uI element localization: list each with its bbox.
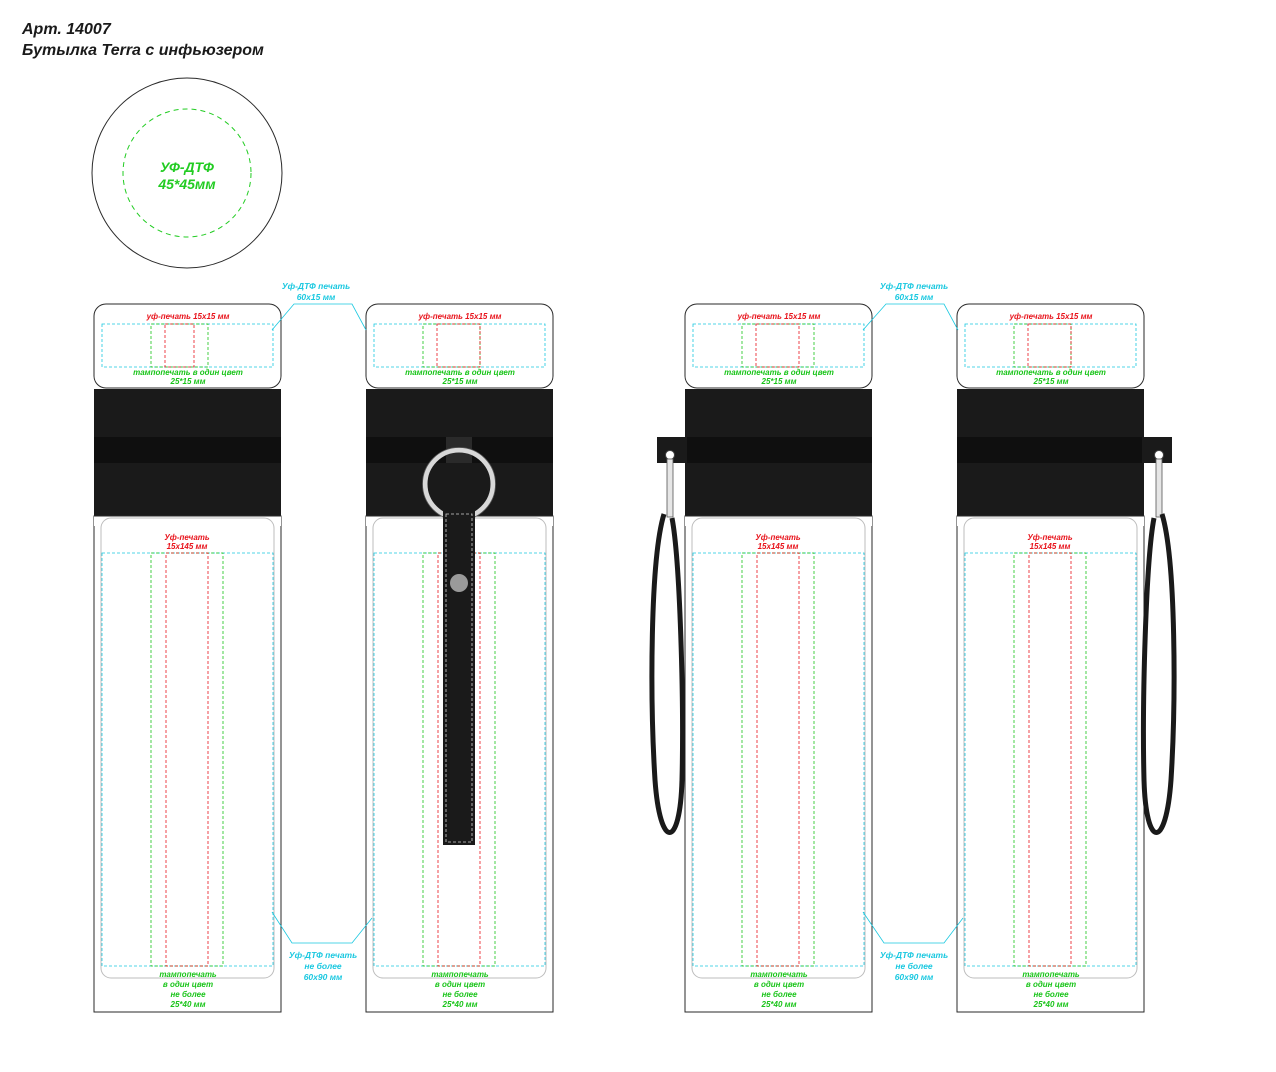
pad-print-body-l4: 25*40 мм: [170, 1000, 206, 1009]
uv-print-small-label: уф-печать 15х15 мм: [737, 312, 821, 321]
callout-body-left: Уф-ДТФ печать не более 60х90 мм: [271, 911, 373, 982]
lid-print-method: УФ-ДТФ: [160, 159, 214, 175]
lid-print-size: 45*45мм: [157, 176, 216, 192]
product-name: Бутылка Terra с инфьюзером: [22, 42, 264, 59]
bottle-view-4: уф-печать 15х15 мм тампопечать в один цв…: [956, 303, 1145, 1013]
bottle-view-1: уф-печать 15х15 мм тампопечать в один цв…: [93, 303, 282, 1013]
side-clip-right: [1140, 437, 1177, 835]
callout-cap-left: Уф-ДТФ печать 60х15 мм: [271, 281, 367, 331]
uvdtf-cap-size: 60х15 мм: [895, 292, 934, 302]
uv-print-body-label: Уф-печать: [1027, 533, 1073, 542]
pad-print-body-l1: тампопечать: [159, 970, 217, 979]
pad-print-cap-label: тампопечать в один цвет: [405, 368, 515, 377]
callout-cap-right: Уф-ДТФ печать 60х15 мм: [862, 281, 959, 331]
uv-print-body-label: Уф-печать: [164, 533, 210, 542]
pad-print-body-l4: 25*40 мм: [761, 1000, 797, 1009]
pad-print-body-l3: не более: [170, 990, 206, 999]
uv-print-small-label: уф-печать 15х15 мм: [418, 312, 502, 321]
pad-print-body-l2: в один цвет: [1026, 980, 1076, 989]
uvdtf-cap-size: 60х15 мм: [297, 292, 336, 302]
bottle-view-2: уф-печать 15х15 мм тампопечать в один цв…: [365, 303, 554, 1013]
uv-print-body-size: 15х145 мм: [1030, 542, 1071, 551]
pad-print-cap-label: тампопечать в один цвет: [996, 368, 1106, 377]
pad-print-body-l3: не более: [1033, 990, 1069, 999]
pad-print-cap-size: 25*15 мм: [761, 377, 797, 386]
uvdtf-body-l1: Уф-ДТФ печать: [289, 950, 357, 960]
lid-top-view: УФ-ДТФ 45*45мм: [91, 77, 283, 269]
lid-print-zone: [122, 108, 252, 238]
uvdtf-body-l3: 60х90 мм: [304, 972, 343, 982]
uv-print-small-label: уф-печать 15х15 мм: [1009, 312, 1093, 321]
bottle-view-3: уф-печать 15х15 мм тампопечать в один цв…: [684, 303, 873, 1013]
uvdtf-cap-label: Уф-ДТФ печать: [880, 281, 948, 291]
pad-print-cap-size: 25*15 мм: [1033, 377, 1069, 386]
article-number: Арт. 14007: [21, 21, 112, 38]
uv-print-small-label: уф-печать 15х15 мм: [146, 312, 230, 321]
pad-print-body-l1: тампопечать: [750, 970, 808, 979]
pad-print-cap-size: 25*15 мм: [170, 377, 206, 386]
uvdtf-body-l3: 60х90 мм: [895, 972, 934, 982]
pad-print-body-l2: в один цвет: [163, 980, 213, 989]
pad-print-cap-label: тампопечать в один цвет: [724, 368, 834, 377]
strap-button-icon: [450, 574, 468, 592]
uv-print-body-size: 15х145 мм: [758, 542, 799, 551]
uvdtf-body-l2: не более: [895, 961, 933, 971]
pad-print-body-l4: 25*40 мм: [1033, 1000, 1069, 1009]
pad-print-cap-label: тампопечать в один цвет: [133, 368, 243, 377]
pad-print-cap-size: 25*15 мм: [442, 377, 478, 386]
pad-print-body-l4: 25*40 мм: [442, 1000, 478, 1009]
callout-body-right: Уф-ДТФ печать не более 60х90 мм: [862, 911, 964, 982]
uvdtf-body-l1: Уф-ДТФ печать: [880, 950, 948, 960]
pad-print-body-l3: не более: [761, 990, 797, 999]
lid-outline: [91, 77, 283, 269]
carry-ring-and-strap: [422, 437, 496, 845]
side-clip-left: [649, 437, 687, 835]
pad-print-body-l3: не более: [442, 990, 478, 999]
uvdtf-cap-label: Уф-ДТФ печать: [282, 281, 350, 291]
pad-print-body-l1: тампопечать: [1022, 970, 1080, 979]
uv-print-body-size: 15х145 мм: [167, 542, 208, 551]
pad-print-body-l2: в один цвет: [435, 980, 485, 989]
pad-print-body-l1: тампопечать: [431, 970, 489, 979]
pad-print-body-l2: в один цвет: [754, 980, 804, 989]
uvdtf-body-l2: не более: [304, 961, 342, 971]
uv-print-body-label: Уф-печать: [755, 533, 801, 542]
